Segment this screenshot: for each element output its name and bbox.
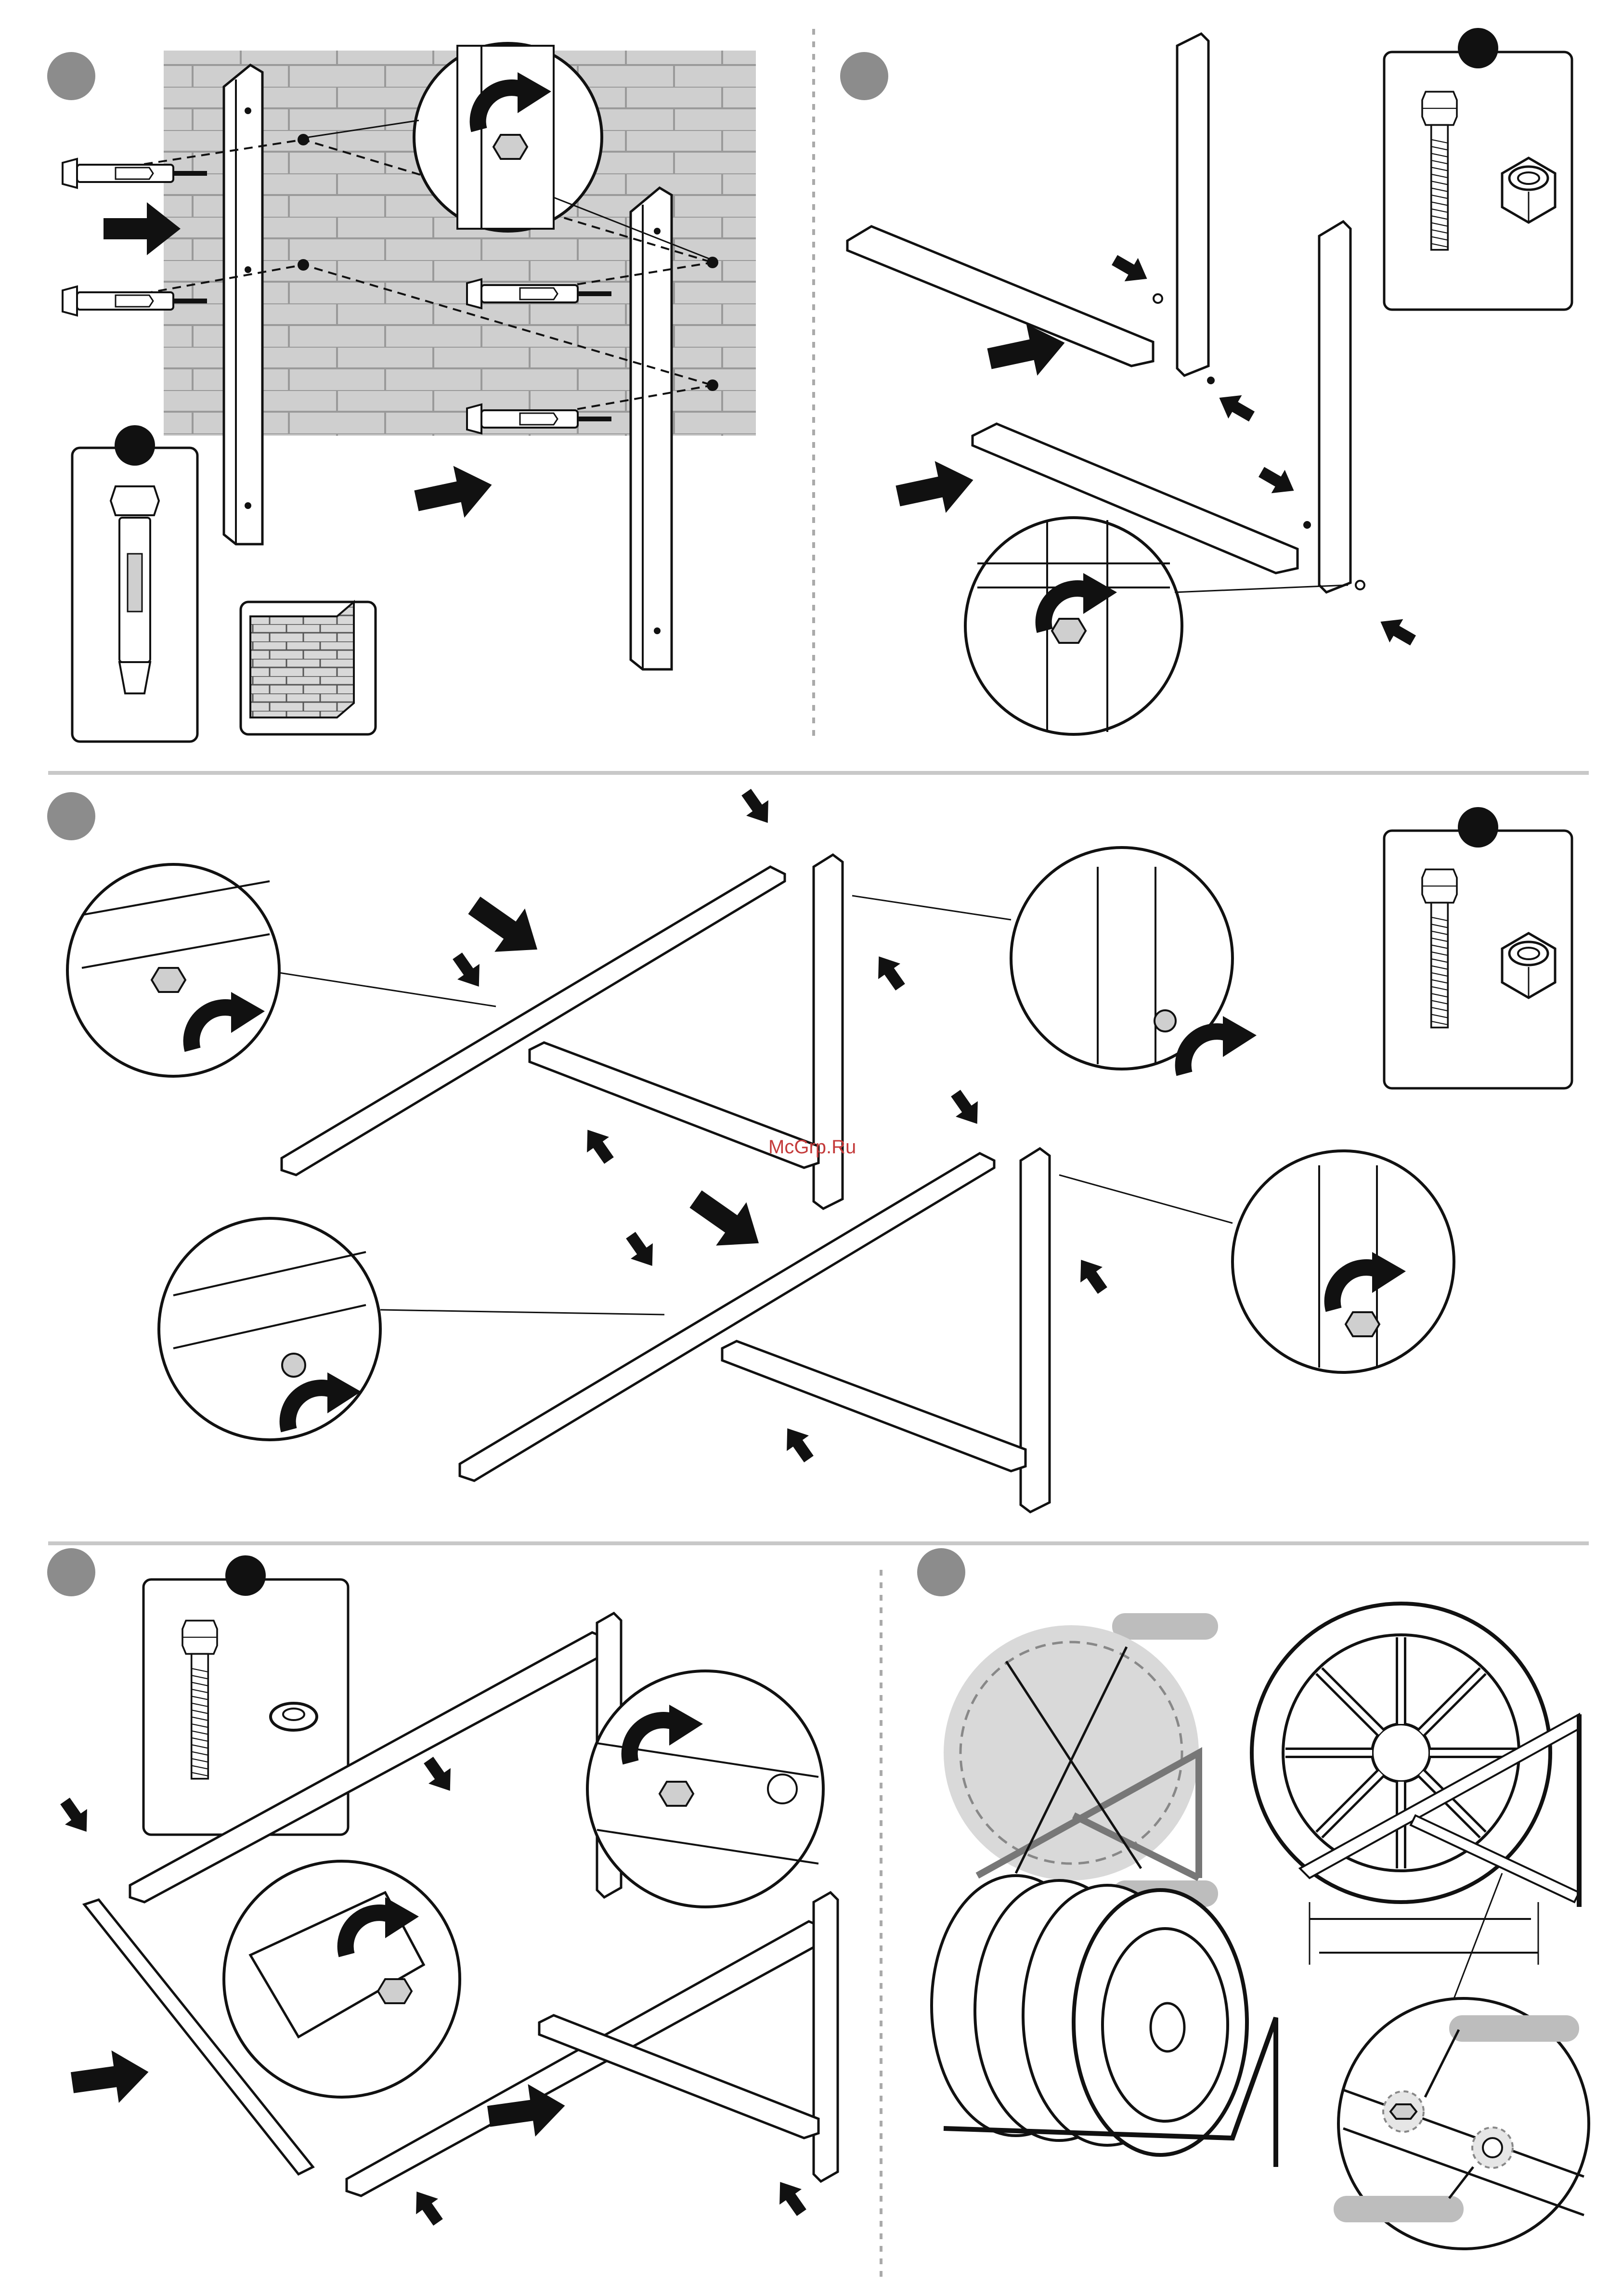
push-arrow-icon (1108, 248, 1154, 290)
step-5-marker (917, 1548, 965, 1596)
brick-wall-icon (241, 602, 376, 734)
push-arrow-icon (405, 2184, 449, 2230)
step-5-panel (917, 1548, 1589, 2249)
detail-magnifier-step-5 (1334, 1873, 1589, 2249)
label-placeholder (1449, 2015, 1579, 2042)
detail-magnifier-step-3-b (852, 848, 1257, 1074)
step-3-marker (47, 792, 95, 840)
step-1-marker (47, 52, 95, 100)
step-4-marker (47, 1548, 95, 1596)
stacked-tires (932, 1876, 1276, 2167)
push-arrow-icon (446, 948, 490, 994)
push-arrow-icon (893, 454, 979, 522)
push-arrow-icon (1070, 1252, 1114, 1298)
push-arrow-icon (68, 2046, 152, 2109)
step-1-panel (47, 43, 756, 742)
bolt-nut-callout-step-3 (1384, 807, 1572, 1088)
tire-icon (1252, 1604, 1579, 1907)
bracket-upper (282, 855, 843, 1209)
detail-magnifier-step-3-a (67, 864, 496, 1076)
anchor-bolt-callout (72, 425, 197, 742)
push-arrow-icon (735, 784, 779, 831)
step-2-marker (840, 52, 888, 100)
label-placeholder (1112, 1613, 1218, 1640)
push-arrow-icon (1255, 460, 1301, 502)
lock-nut-icon (1502, 933, 1555, 998)
detail-magnifier-step-4-a (587, 1671, 823, 1907)
detail-magnifier-step-4-b (224, 1861, 460, 2097)
watermark: McGrp.Ru (768, 1136, 856, 1158)
push-arrow-icon (576, 1122, 620, 1168)
push-arrow-icon (417, 1752, 461, 1799)
push-arrow-icon (868, 949, 911, 995)
tire-size-diagram (944, 1613, 1218, 1907)
push-arrow-icon (54, 1793, 98, 1839)
push-arrow-icon (769, 2174, 813, 2220)
step-4-panel (47, 1548, 838, 2230)
push-arrow-icon (1212, 386, 1259, 428)
wall-rail-right (631, 188, 672, 669)
push-arrow-icon (459, 884, 552, 971)
push-arrow-icon (680, 1177, 774, 1265)
push-arrow-icon (411, 459, 497, 527)
push-arrow-icon (1374, 610, 1420, 652)
bracket-lower (460, 1148, 1050, 1512)
step-2-panel (840, 28, 1572, 734)
wall-rail-left (224, 65, 262, 544)
push-arrow-icon (776, 1421, 820, 1467)
push-arrow-icon (620, 1227, 663, 1274)
detail-magnifier-step-3-d (1059, 1151, 1454, 1372)
push-arrow-icon (945, 1085, 988, 1132)
bolt-nut-callout-step-2 (1384, 28, 1572, 310)
lock-nut-icon (1502, 158, 1555, 222)
label-placeholder (1334, 2196, 1464, 2222)
